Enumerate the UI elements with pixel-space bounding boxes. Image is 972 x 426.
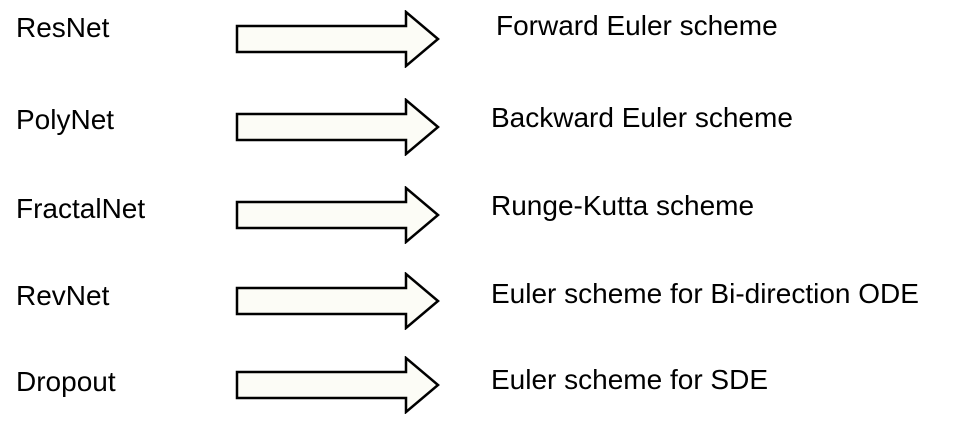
right-arrow-icon [234,272,442,330]
network-label: FractalNet [16,193,146,224]
right-arrow-icon [234,98,442,156]
right-arrow-icon [234,186,442,244]
mapping-row-revnet: RevNet Euler scheme for Bi-direction ODE [0,270,972,330]
mapping-row-fractalnet: FractalNet Runge-Kutta scheme [0,184,972,244]
network-label: PolyNet [16,104,115,135]
right-arrow-icon [234,356,442,414]
network-label: Dropout [16,366,116,397]
right-arrow-icon [234,10,442,68]
scheme-label: Backward Euler scheme [491,102,793,133]
scheme-label: Forward Euler scheme [496,10,778,41]
scheme-label: Euler scheme for Bi-direction ODE [491,278,919,309]
mapping-row-dropout: Dropout Euler scheme for SDE [0,354,972,414]
scheme-label: Runge-Kutta scheme [491,190,755,221]
scheme-label: Euler scheme for SDE [491,364,768,395]
network-label: ResNet [16,12,110,43]
mapping-row-resnet: ResNet Forward Euler scheme [0,8,972,68]
mapping-row-polynet: PolyNet Backward Euler scheme [0,96,972,156]
network-label: RevNet [16,280,110,311]
